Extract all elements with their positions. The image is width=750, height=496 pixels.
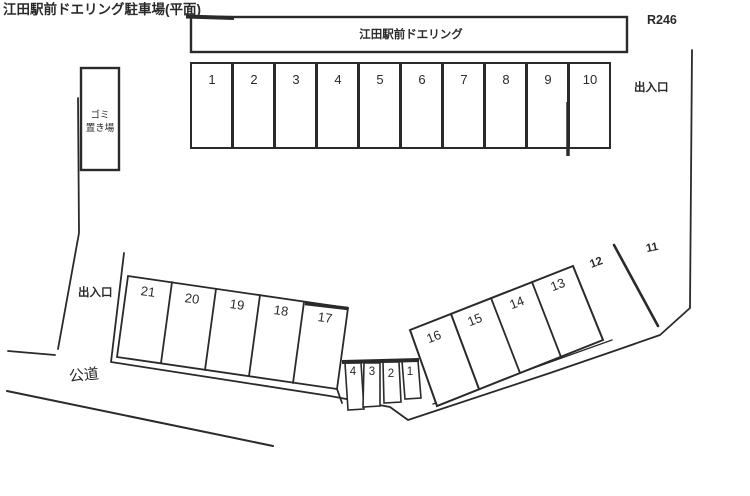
building-label: 江田駅前ドエリング xyxy=(359,27,463,41)
divider-12-11 xyxy=(612,243,660,328)
public-road-edge xyxy=(6,390,274,447)
bottom-left-road-edge xyxy=(7,350,56,356)
space-label-15: 15 xyxy=(465,310,484,329)
space-box-8 xyxy=(484,62,527,149)
space-label-20: 20 xyxy=(184,290,200,307)
space-label-2: 2 xyxy=(250,72,257,87)
space-label-8: 8 xyxy=(502,72,509,87)
entrance-left-label: 出入口 xyxy=(78,285,113,299)
space-label-3: 3 xyxy=(292,72,299,87)
small-space-label-4: 4 xyxy=(350,366,357,378)
space-label-16: 16 xyxy=(424,327,443,346)
trash-label-line1: ゴミ xyxy=(90,109,109,121)
page-title: 江田駅前ドエリング駐車場(平面) xyxy=(3,1,201,17)
left-angled-row-spaces: 21 20 19 18 17 xyxy=(115,274,350,404)
space-box-6 xyxy=(400,62,443,149)
space-label-19: 19 xyxy=(229,296,245,313)
divider-14-13 xyxy=(531,281,562,358)
divider-16-15 xyxy=(450,313,480,390)
space-label-12: 12 xyxy=(588,255,604,271)
building-corner-mark xyxy=(185,14,235,20)
divider-18-17 xyxy=(292,301,305,384)
space-label-11: 11 xyxy=(645,241,660,255)
trash-label-line2: 置き場 xyxy=(86,122,115,134)
space-label-6: 6 xyxy=(418,72,425,87)
space-17-edge-extension xyxy=(336,388,343,404)
small-row-thick-top-edge xyxy=(341,358,420,364)
space-box-1 xyxy=(190,62,233,149)
public-road-label: 公道 xyxy=(68,365,100,385)
line-spaces: 12 11 xyxy=(588,241,660,328)
space-label-5: 5 xyxy=(376,72,383,87)
space-label-14: 14 xyxy=(507,293,526,312)
left-boundary-line xyxy=(57,97,80,350)
space-box-9 xyxy=(526,62,569,149)
space-box-7 xyxy=(442,62,485,149)
space-label-4: 4 xyxy=(334,72,341,87)
top-row-spaces: 1 2 3 4 5 6 7 8 9 10 xyxy=(190,62,611,156)
right-angled-row-spaces: 16 15 14 13 xyxy=(408,264,605,408)
space-label-7: 7 xyxy=(460,72,467,87)
small-space-label-2: 2 xyxy=(388,368,394,380)
space-label-9: 9 xyxy=(544,72,551,87)
building-outline xyxy=(189,15,629,54)
trash-area-box xyxy=(79,66,121,172)
right-bottom-boundary-line xyxy=(110,49,693,421)
space-box-2 xyxy=(232,62,275,149)
small-space-label-1: 1 xyxy=(407,366,413,378)
small-space-label-3: 3 xyxy=(369,366,375,378)
divider-19-18 xyxy=(248,294,261,377)
divider-21-20 xyxy=(160,281,173,364)
space-label-13: 13 xyxy=(548,275,567,294)
space-label-21: 21 xyxy=(140,283,156,300)
space-label-10: 10 xyxy=(583,72,597,87)
divider-15-14 xyxy=(490,297,521,374)
space-label-18: 18 xyxy=(273,302,289,319)
thick-edge-space-17 xyxy=(304,301,349,311)
route-label: R246 xyxy=(647,13,677,27)
small-row-spaces: 4 3 2 1 xyxy=(341,358,422,411)
entrance-right-label: 出入口 xyxy=(634,80,669,94)
space-box-5 xyxy=(358,62,401,149)
space-box-10 xyxy=(568,62,611,149)
space-label-17: 17 xyxy=(317,309,333,326)
space-box-4 xyxy=(316,62,359,149)
divider-20-19 xyxy=(204,288,217,371)
space-label-1: 1 xyxy=(208,72,215,87)
